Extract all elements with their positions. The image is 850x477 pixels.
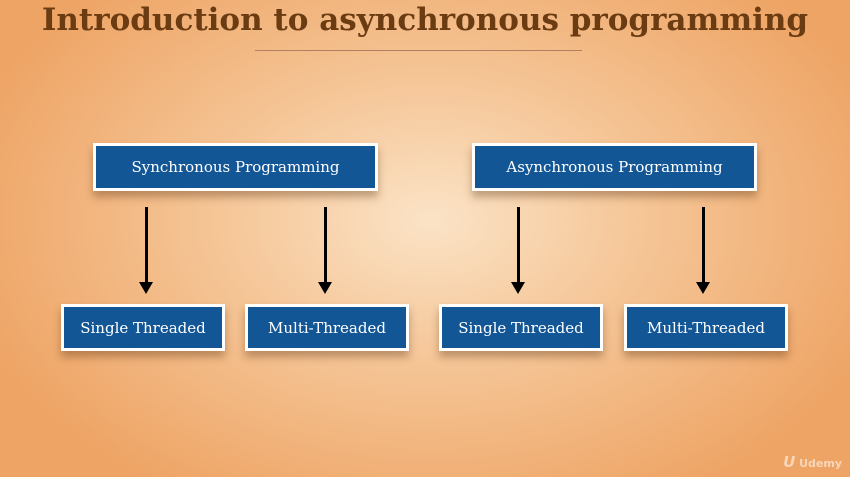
sync-programming-box: Synchronous Programming bbox=[93, 143, 378, 191]
arrow-down-icon bbox=[318, 207, 332, 294]
udemy-watermark: U Udemy bbox=[783, 453, 842, 471]
sync-multi-threaded-box: Multi-Threaded bbox=[245, 304, 409, 351]
async-programming-box: Asynchronous Programming bbox=[472, 143, 757, 191]
slide-title: Introduction to asynchronous programming bbox=[41, 2, 809, 38]
title-underline bbox=[255, 50, 582, 51]
arrow-down-icon bbox=[696, 207, 710, 294]
arrow-down-icon bbox=[511, 207, 525, 294]
arrow-down-icon bbox=[139, 207, 153, 294]
async-multi-threaded-box: Multi-Threaded bbox=[624, 304, 788, 351]
async-single-threaded-box: Single Threaded bbox=[439, 304, 603, 351]
sync-single-threaded-box: Single Threaded bbox=[61, 304, 225, 351]
